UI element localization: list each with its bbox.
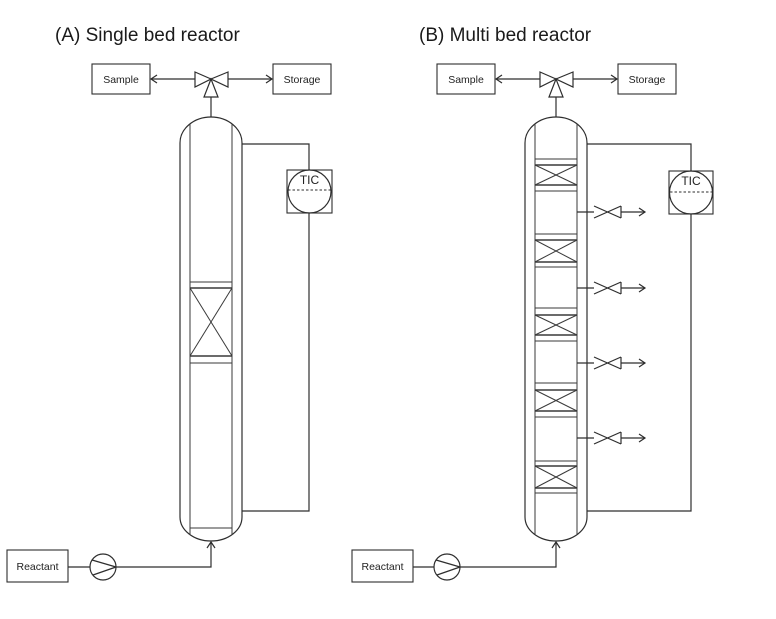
valve-left-triangle <box>539 71 558 88</box>
panel-title: (B) Multi bed reactor <box>419 25 592 46</box>
sample-box: Sample <box>436 63 496 95</box>
bed-cross-2 <box>534 314 578 336</box>
catalyst-bed <box>189 281 233 364</box>
valve-right-triangle <box>554 71 574 88</box>
inlet-line <box>460 542 557 568</box>
valve-icon <box>593 205 622 219</box>
tic-signal-line-top <box>587 143 692 171</box>
sample-arrowhead-icon <box>149 74 158 84</box>
three-way-valve-icon <box>194 71 229 98</box>
valve-icon <box>593 431 622 445</box>
temperature-indicator-controller-icon: TIC <box>668 170 714 215</box>
catalyst-bed <box>534 307 578 342</box>
pump-line-lower <box>92 566 117 576</box>
panel-multi-bed-reactor: (B) Multi bed reactor Sample Storage <box>351 25 714 583</box>
storage-arrowhead-icon <box>265 74 274 84</box>
storage-label: Storage <box>629 74 666 86</box>
tic-signal-line-bottom <box>242 213 310 512</box>
catalyst-bed <box>534 158 578 192</box>
side-outlet <box>577 356 647 370</box>
pump-icon <box>89 553 117 581</box>
storage-box: Storage <box>272 63 332 95</box>
pump-line-upper <box>91 559 117 568</box>
pump-icon <box>433 553 461 581</box>
sample-label: Sample <box>448 74 484 86</box>
bed-cross-2 <box>534 465 578 489</box>
three-way-valve-icon <box>539 71 574 98</box>
bed-cross-2 <box>534 239 578 263</box>
bed-cross-2 <box>534 389 578 412</box>
storage-box: Storage <box>617 63 677 95</box>
tic-label: TIC <box>681 174 701 188</box>
tic-signal-line-bottom <box>587 214 692 512</box>
storage-label: Storage <box>284 74 321 86</box>
reactor-vessel <box>179 116 243 542</box>
pump-circle <box>89 553 117 581</box>
reactant-box: Reactant <box>351 549 414 583</box>
temperature-indicator-controller-icon: TIC <box>286 169 333 214</box>
reactant-box-frame <box>6 549 69 583</box>
catalyst-bed <box>534 460 578 494</box>
sample-box-frame <box>436 63 496 95</box>
side-outlet <box>577 431 647 445</box>
sample-label: Sample <box>103 74 139 86</box>
pump-circle <box>433 553 461 581</box>
valve-stroke-2 <box>593 281 622 295</box>
arrowhead-icon <box>638 283 647 293</box>
panel-title: (A) Single bed reactor <box>55 25 240 46</box>
reactant-label: Reactant <box>16 561 58 573</box>
reactant-box-frame <box>351 549 414 583</box>
tic-signal-line-top <box>242 143 310 170</box>
valve-icon <box>593 356 622 370</box>
arrowhead-icon <box>638 433 647 443</box>
pump-line-upper <box>435 559 461 568</box>
storage-box-frame <box>272 63 332 95</box>
inlet-line <box>116 542 212 568</box>
valve-stroke-2 <box>593 431 622 445</box>
valve-right-triangle <box>209 71 229 88</box>
side-outlet <box>577 205 647 219</box>
sample-box-frame <box>91 63 151 95</box>
panel-single-bed-reactor: (A) Single bed reactor Sample Storage <box>6 25 333 583</box>
arrowhead-icon <box>638 358 647 368</box>
reactant-box: Reactant <box>6 549 69 583</box>
tic-label: TIC <box>300 173 320 187</box>
vessel-shell <box>179 116 243 542</box>
storage-arrowhead-icon <box>610 74 619 84</box>
valve-left-triangle <box>194 71 213 88</box>
tic-box <box>286 169 333 214</box>
catalyst-bed <box>534 382 578 418</box>
side-outlet <box>577 281 647 295</box>
pump-line-lower <box>436 566 461 576</box>
sample-arrowhead-icon <box>494 74 503 84</box>
inlet-arrowhead-icon <box>206 540 216 549</box>
vessel-shell <box>524 116 588 542</box>
arrowhead-icon <box>638 207 647 217</box>
valve-icon <box>593 281 622 295</box>
bed-cross-2 <box>534 164 578 186</box>
sample-box: Sample <box>91 63 151 95</box>
inlet-arrowhead-icon <box>551 540 561 549</box>
valve-stroke-2 <box>593 356 622 370</box>
reactant-label: Reactant <box>361 561 403 573</box>
valve-stroke-2 <box>593 205 622 219</box>
bed-cross-2 <box>189 287 233 357</box>
catalyst-bed <box>534 233 578 268</box>
